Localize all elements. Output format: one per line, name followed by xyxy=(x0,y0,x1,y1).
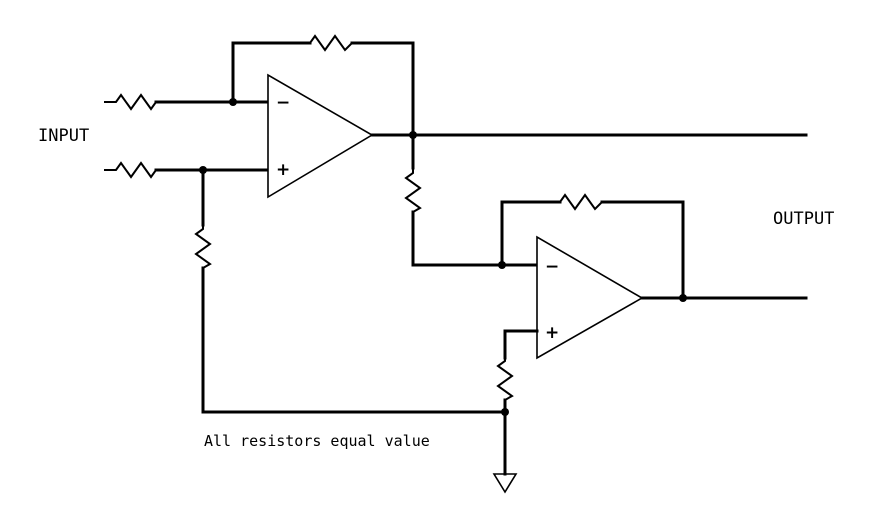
junction-ground-rail xyxy=(501,408,509,416)
output-label: OUTPUT xyxy=(773,209,834,229)
bias-resistor-left xyxy=(194,225,212,269)
op-amp-1 xyxy=(267,73,374,199)
output-stage: − + xyxy=(492,193,808,494)
junction-output-2 xyxy=(679,294,687,302)
op-amp-1-plus-sign: + xyxy=(276,160,290,180)
op-amp-2-minus-sign: − xyxy=(545,257,559,277)
input-resistor-top xyxy=(104,93,157,111)
input-resistor-bottom xyxy=(104,161,157,179)
op-amp-1-minus-sign: − xyxy=(276,93,290,113)
feedback-resistor-1 xyxy=(309,34,353,52)
junction-feedback-2-in xyxy=(498,261,506,269)
feedback-resistor-2 xyxy=(559,193,603,211)
interstage-resistor xyxy=(404,168,422,213)
junction-feedback-1-in xyxy=(229,98,237,106)
op-amp-2-plus-sign: + xyxy=(545,323,559,343)
input-stage: − + xyxy=(104,34,808,199)
op-amp-2 xyxy=(536,235,644,360)
ground-icon xyxy=(492,473,518,494)
interstage-network xyxy=(194,133,539,414)
resistor-note: All resistors equal value xyxy=(204,432,430,450)
input-label: INPUT xyxy=(38,126,89,146)
bias-resistor-right xyxy=(496,358,514,401)
